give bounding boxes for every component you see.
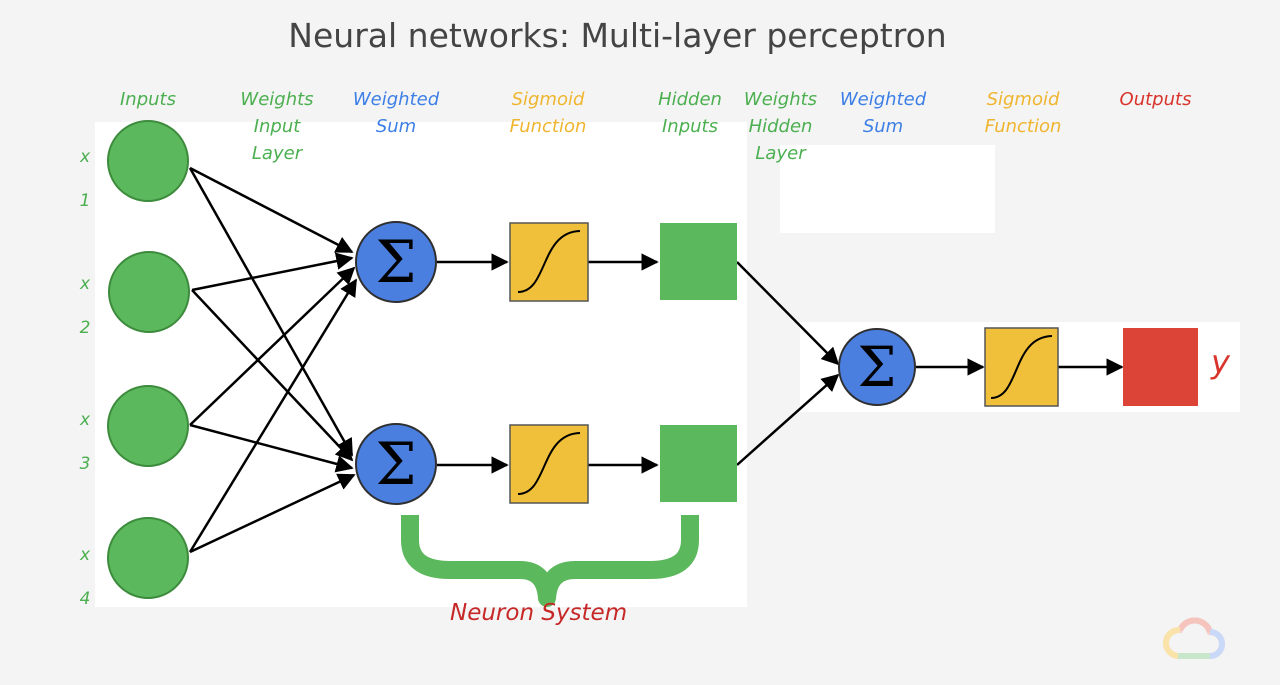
edge-x4-sum2: [189, 473, 356, 554]
header-weights-hidden-layer: Weights Hidden Layer: [743, 89, 818, 164]
header-weights-input-layer: Weights Input Layer: [240, 89, 314, 164]
input-label-x1: x 1: [79, 147, 91, 211]
input-node-x4: [107, 517, 189, 599]
edge-x2-sum1: [191, 252, 354, 292]
input-node-x2: [108, 251, 190, 333]
output-label-y: y: [1211, 343, 1230, 381]
sum-node-2: Σ: [355, 423, 437, 505]
sigma-icon: Σ: [375, 228, 416, 296]
sigma-icon: Σ: [858, 335, 897, 399]
header-weighted-sum-2: Weighted Sum: [839, 89, 927, 137]
hidden-weights-panel: [780, 145, 995, 233]
edge-x3-sum1: [189, 266, 356, 426]
header-inputs: Inputs: [120, 89, 176, 110]
page-title: Neural networks: Multi-layer perceptron: [288, 16, 947, 55]
neuron-system-label: Neuron System: [450, 600, 628, 626]
sigma-icon: Σ: [375, 430, 416, 498]
network-panel: [95, 122, 747, 607]
input-label-x4: x 4: [79, 545, 91, 609]
edge-x4-sum1: [188, 278, 358, 553]
header-weighted-sum-1: Weighted Sum: [352, 89, 440, 137]
input-label-x3: x 3: [79, 410, 91, 474]
sigmoid-curve-icon: [517, 432, 581, 495]
sigmoid-box-3: [984, 327, 1059, 407]
edge-x2-sum2: [191, 289, 354, 462]
header-hidden-inputs: Hidden Inputs: [658, 89, 722, 137]
header-sigmoid-function-1: Sigmoid Function: [509, 89, 587, 137]
sigmoid-box-2: [509, 424, 589, 504]
edge-x1-sum2: [188, 167, 354, 457]
sigmoid-curve-icon: [517, 230, 581, 293]
input-nodes: [107, 120, 190, 599]
input-weights-connections: [188, 166, 358, 554]
input-node-x3: [107, 385, 189, 467]
sigmoid-curve-icon: [990, 335, 1053, 399]
sum-node-1: Σ: [355, 221, 437, 303]
edge-hidden2-sum3: [736, 373, 840, 466]
cloud-logo-icon: [1163, 617, 1225, 659]
header-outputs: Outputs: [1119, 89, 1192, 110]
edge-hidden1-sum3: [736, 261, 840, 366]
hidden-node-1: [660, 223, 737, 300]
output-node: [1123, 328, 1198, 406]
input-label-x2: x 2: [79, 274, 91, 338]
sum-node-3: Σ: [838, 328, 916, 406]
sigmoid-box-1: [509, 222, 589, 302]
hidden-node-2: [660, 425, 737, 502]
neuron-system-brace: [401, 515, 699, 607]
header-sigmoid-function-2: Sigmoid Function: [984, 89, 1062, 137]
input-node-x1: [107, 120, 189, 202]
flow-arrows: [437, 253, 1124, 474]
edge-x1-sum1: [189, 166, 354, 254]
edge-x3-sum2: [189, 423, 354, 473]
